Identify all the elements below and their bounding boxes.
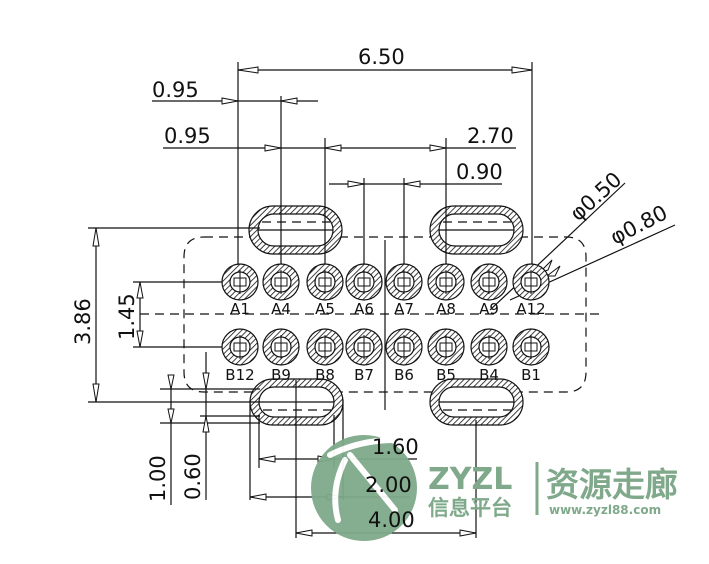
dim-0-95-a: 0.95	[152, 78, 199, 102]
dim-2-70: 2.70	[467, 124, 514, 148]
watermark-brand: ZYZL	[428, 462, 512, 497]
pin-label: A5	[315, 300, 335, 318]
pin-a8: A8	[427, 263, 465, 318]
pin-label: A6	[354, 300, 374, 318]
dim-2-00: 2.00	[365, 473, 412, 497]
pin-label: A8	[436, 300, 456, 318]
slot-top-right	[429, 205, 524, 255]
pin-row-b: B12 B9 B8 B7 B6 B5 B4 B1	[221, 328, 550, 384]
pin-label: A9	[479, 300, 499, 318]
pin-label: B6	[394, 366, 414, 384]
pin-b12: B12	[221, 328, 259, 384]
dim-0-90: 0.90	[456, 160, 503, 184]
watermark-name-cn: 资源走廊	[546, 465, 678, 504]
pin-label: B5	[436, 366, 456, 384]
pin-a12: A12	[512, 263, 550, 318]
watermark-url: www.zyzl88.com	[549, 503, 661, 517]
pin-label: B12	[225, 366, 254, 384]
pin-a5: A5	[306, 263, 344, 318]
pin-label: B9	[271, 366, 291, 384]
pin-a7: A7	[385, 263, 423, 318]
pin-row-a: A1 A4 A5 A6 A7 A8 A9 A12	[221, 263, 550, 318]
pin-b7: B7	[345, 328, 383, 384]
dim-1-00: 1.00	[146, 455, 170, 502]
dim-6-50: 6.50	[358, 45, 405, 69]
pin-a9: A9	[470, 263, 508, 318]
pin-label: A7	[394, 300, 414, 318]
dim-0-95-b: 0.95	[164, 124, 211, 148]
watermark-subtitle: 信息平台	[428, 496, 512, 520]
dim-4-00: 4.00	[368, 508, 415, 532]
extension-lines	[237, 62, 533, 538]
dim-phi-0-80: φ0.80	[606, 201, 671, 250]
pin-a1: A1	[221, 263, 259, 318]
pin-label: A4	[271, 300, 291, 318]
pin-b9: B9	[262, 328, 300, 384]
dim-1-60: 1.60	[372, 435, 419, 459]
pin-a6: A6	[345, 263, 383, 318]
pin-b8: B8	[306, 328, 344, 384]
slot-bottom-right	[429, 378, 524, 426]
pin-b6: B6	[385, 328, 423, 384]
extension-lines-h	[88, 227, 260, 424]
pin-label: B7	[354, 366, 374, 384]
pin-a4: A4	[262, 263, 300, 318]
watermark-logo	[311, 435, 417, 541]
dim-0-60: 0.60	[181, 453, 205, 500]
dim-phi-0-50: φ0.50	[565, 167, 626, 225]
pin-label: B8	[315, 366, 335, 384]
pin-label: A1	[230, 300, 250, 318]
dim-1-45: 1.45	[115, 293, 139, 340]
pin-label: B4	[479, 366, 499, 384]
pin-b5: B5	[427, 328, 465, 384]
slot-top-left	[248, 205, 343, 255]
pin-label: B1	[521, 366, 541, 384]
dim-3-86: 3.86	[71, 298, 95, 345]
housing-outline	[183, 236, 587, 393]
pin-label: A12	[516, 300, 545, 318]
pin-b1: B1	[512, 328, 550, 384]
pin-b4: B4	[470, 328, 508, 384]
